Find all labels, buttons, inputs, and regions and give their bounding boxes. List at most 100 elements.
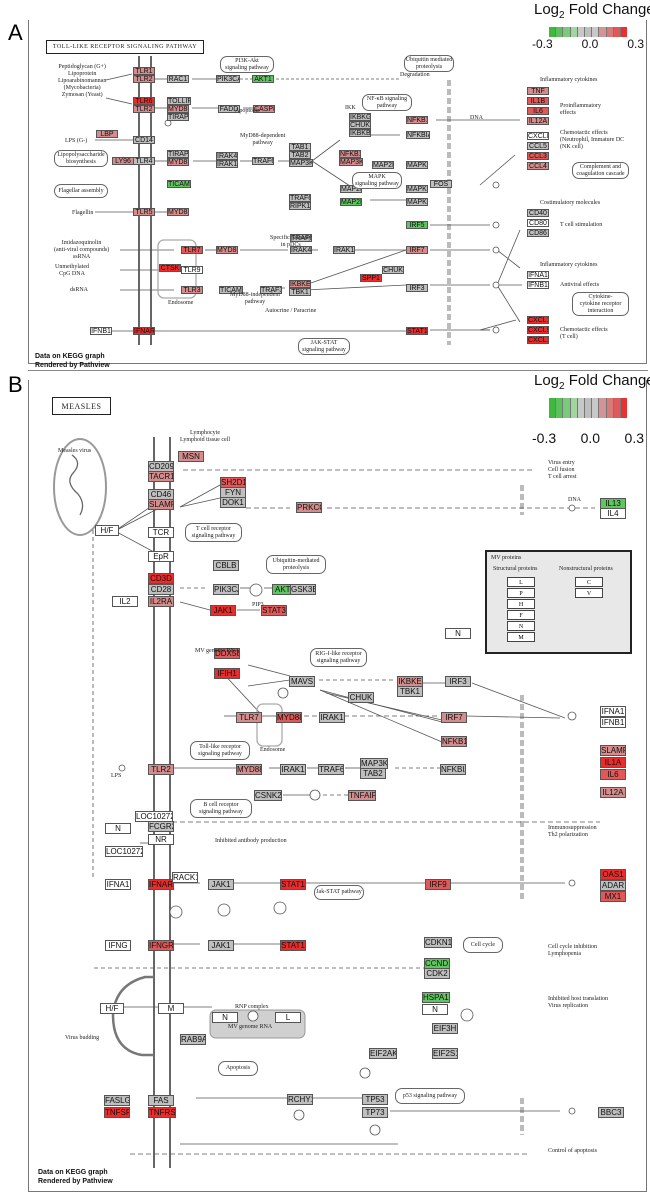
gene-node-irf7[interactable]: IRF7: [406, 246, 428, 254]
gene-node-traf3[interactable]: TRAF3: [260, 286, 282, 294]
gene-node-epr[interactable]: EpR: [148, 551, 174, 562]
gene-node-tlr2[interactable]: TLR2: [133, 75, 155, 83]
gene-node-bbc3[interactable]: BBC3: [598, 1107, 624, 1118]
gene-node-myd88[interactable]: MYD88: [167, 105, 189, 113]
gene-node-fcgr2b[interactable]: FCGR2B: [148, 821, 174, 832]
gene-node-cxcl10[interactable]: CXCL10: [527, 316, 549, 324]
gene-node-map2k3[interactable]: MAP2K3: [340, 185, 362, 193]
gene-node-n[interactable]: N: [422, 1004, 448, 1015]
gene-node-n[interactable]: N: [445, 628, 471, 639]
gene-node-tab2[interactable]: TAB2: [289, 151, 311, 159]
gene-node-ikbkg[interactable]: IKBKG: [349, 113, 371, 121]
gene-node-hspa1b[interactable]: HSPA1B: [422, 992, 450, 1003]
gene-node-ikbkb[interactable]: IKBKB: [349, 129, 371, 137]
pathway-link[interactable]: p53 signaling pathway: [395, 1088, 465, 1104]
gene-node-ticam2[interactable]: TICAM2: [167, 180, 191, 188]
gene-node-traf6[interactable]: TRAF6: [289, 194, 311, 202]
gene-node-loc102723407[interactable]: LOC102723407: [105, 846, 143, 857]
gene-node-irf5[interactable]: IRF5: [406, 221, 428, 229]
gene-node-myd88[interactable]: MYD88: [216, 246, 238, 254]
gene-node-nfkbia[interactable]: NFKBIA: [440, 764, 466, 775]
gene-node-cdkn1b[interactable]: CDKN1B: [424, 937, 452, 948]
gene-node-chuk[interactable]: CHUK: [349, 121, 371, 129]
gene-node-nfkb1[interactable]: NFKB1: [441, 736, 467, 747]
gene-node-n[interactable]: N: [212, 1012, 238, 1023]
gene-node-map3k8[interactable]: MAP3K8: [339, 158, 363, 166]
gene-node-fas[interactable]: FAS: [148, 1095, 174, 1106]
gene-node-jak1[interactable]: JAK1: [210, 605, 236, 616]
gene-node-ifnar1[interactable]: IFNAR1: [148, 879, 174, 890]
gene-node-eif2s1[interactable]: EIF2S1: [432, 1048, 458, 1059]
gene-node-stat1[interactable]: STAT1: [406, 327, 428, 335]
gene-node-ripk1[interactable]: RIPK1: [289, 202, 311, 210]
gene-node-tlr3[interactable]: TLR3: [181, 286, 203, 294]
gene-node-irak4[interactable]: IRAK4: [290, 246, 312, 254]
gene-node-n[interactable]: N: [105, 823, 131, 834]
gene-node-il1a[interactable]: IL1A: [600, 757, 626, 768]
gene-node-tcr[interactable]: TCR: [148, 527, 174, 538]
gene-node-cdk2[interactable]: CDK2: [424, 968, 450, 979]
gene-node-tnf[interactable]: TNF: [527, 87, 549, 95]
gene-node-myd88[interactable]: MYD88: [167, 158, 189, 166]
gene-node-h-f[interactable]: H/F: [95, 525, 119, 536]
gene-node-il6[interactable]: IL6: [527, 107, 549, 115]
gene-node-ifnb1[interactable]: IFNB1: [527, 281, 549, 289]
gene-node-eif2ak2[interactable]: EIF2AK2: [369, 1048, 397, 1059]
gene-node-tab2[interactable]: TAB2: [360, 768, 386, 779]
gene-node-tlr2[interactable]: TLR2: [148, 764, 174, 775]
gene-node-map3k7[interactable]: MAP3K7: [289, 159, 313, 167]
gene-node-tlr2[interactable]: TLR2: [133, 105, 155, 113]
gene-node-cxcl9[interactable]: CXCL9: [527, 326, 549, 334]
gene-node-cd28[interactable]: CD28: [148, 584, 174, 595]
gene-node-il12a[interactable]: IL12A: [600, 787, 626, 798]
gene-node-nfkbia[interactable]: NFKBIA: [406, 131, 430, 139]
gene-node-ifnar1[interactable]: IFNAR1: [133, 327, 155, 335]
gene-node-map2k7[interactable]: MAP2K7: [340, 198, 362, 206]
gene-node-ccl3[interactable]: CCL3: [527, 152, 549, 160]
gene-node-tp53[interactable]: TP53: [362, 1094, 388, 1105]
pathway-link[interactable]: Cell cycle: [463, 937, 503, 953]
gene-node-myd88[interactable]: MYD88: [276, 712, 302, 723]
gene-node-irak1[interactable]: IRAK1: [333, 246, 355, 254]
gene-node-cxcl11[interactable]: CXCL11: [527, 336, 549, 344]
pathway-link[interactable]: Apoptosis: [218, 1061, 258, 1076]
gene-node-ifngr1[interactable]: IFNGR1: [148, 940, 174, 951]
gene-node-tlr6[interactable]: TLR6: [133, 97, 155, 105]
gene-node-mx1[interactable]: MX1: [600, 891, 626, 902]
gene-node-nr[interactable]: NR: [148, 834, 174, 845]
gene-node-tlr7[interactable]: TLR7: [181, 246, 203, 254]
gene-node-cxcl8[interactable]: CXCL8: [527, 132, 549, 140]
gene-node-tlr7[interactable]: TLR7: [236, 712, 262, 723]
gene-node-msn[interactable]: MSN: [178, 451, 204, 462]
gene-node-cblb[interactable]: CBLB: [213, 560, 239, 571]
gene-node-il4[interactable]: IL4: [600, 508, 626, 519]
gene-node-irf9[interactable]: IRF9: [425, 879, 451, 890]
gene-node-chuk[interactable]: CHUK: [348, 692, 374, 703]
gene-node-adar[interactable]: ADAR: [600, 880, 626, 891]
gene-node-stat3[interactable]: STAT3: [261, 605, 287, 616]
gene-node-tollip[interactable]: TOLLIP: [167, 97, 191, 105]
gene-node-nfkb1[interactable]: NFKB1: [406, 116, 428, 124]
gene-node-ccl5[interactable]: CCL5: [527, 142, 549, 150]
gene-node-il2ra[interactable]: IL2RA: [148, 596, 174, 607]
gene-node-ifnb1[interactable]: IFNB1: [90, 327, 112, 335]
gene-node-m[interactable]: M: [158, 1003, 184, 1014]
gene-node-dok1[interactable]: DOK1: [220, 497, 246, 508]
gene-node-ifnb1[interactable]: IFNB1: [600, 717, 626, 728]
gene-node-mapk14[interactable]: MAPK14: [406, 185, 428, 193]
gene-node-slamf1[interactable]: SLAMF1: [148, 499, 174, 510]
gene-node-mapk8[interactable]: MAPK8: [406, 198, 428, 206]
gene-node-csnk2a[interactable]: CSNK2A: [254, 790, 282, 801]
gene-node-irak4[interactable]: IRAK4: [216, 152, 238, 160]
